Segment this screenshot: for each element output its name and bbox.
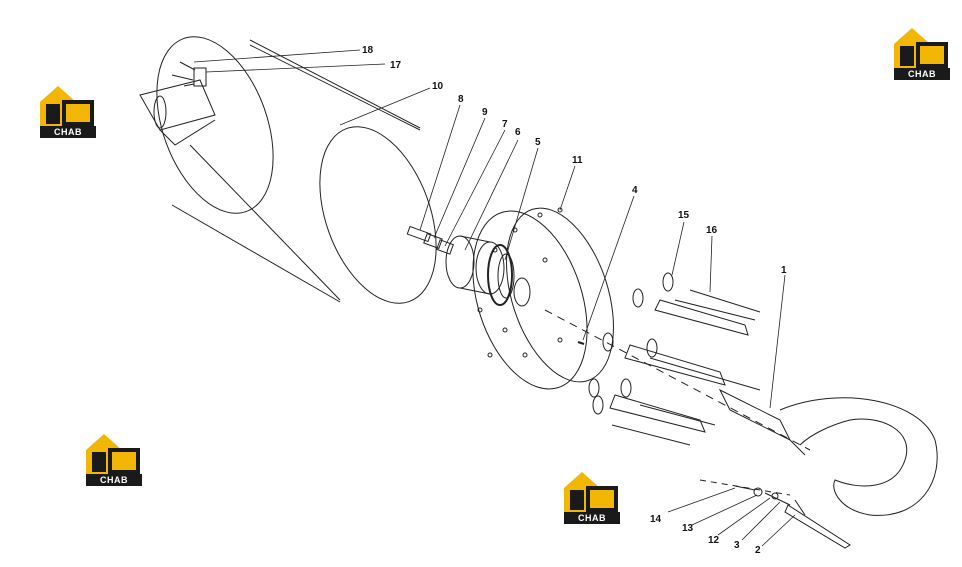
drum-part-10	[139, 36, 437, 304]
bearing-part-5	[487, 244, 515, 306]
brand-logo-graphic: CHAB	[86, 434, 142, 486]
bolts-part-16	[609, 289, 761, 446]
callout-17: 17	[390, 60, 402, 71]
brand-text: CHAB	[54, 127, 82, 137]
callout-18: 18	[362, 45, 374, 56]
brand-logo: CHAB	[36, 80, 98, 140]
brand-logo: CHAB	[82, 428, 144, 488]
small-parts-3-12-13-14	[734, 485, 791, 506]
brand-text: CHAB	[578, 513, 606, 523]
callout-8: 8	[458, 94, 464, 105]
brand-logo-graphic: CHAB	[40, 86, 96, 138]
brand-logo: CHAB	[890, 22, 952, 82]
hub-part-6	[445, 235, 505, 295]
washers-part-15	[588, 272, 674, 415]
callout-5: 5	[535, 137, 541, 148]
callout-10: 10	[432, 81, 444, 92]
latch-part-2	[784, 499, 851, 549]
callout-1: 1	[781, 265, 787, 276]
hook-part-1	[718, 388, 938, 516]
pins-17-18	[171, 61, 207, 87]
callout-11: 11	[572, 155, 583, 166]
brand-text: CHAB	[100, 475, 128, 485]
center-axis	[544, 309, 811, 451]
callout-14: 14	[650, 514, 662, 525]
callout-3: 3	[734, 540, 740, 551]
callout-2: 2	[755, 545, 761, 556]
brand-text: CHAB	[908, 69, 936, 79]
callout-15: 15	[678, 210, 690, 221]
latch-axis	[699, 479, 791, 496]
callouts: 1 2 3 4 5 6 7 8 9 10 11 12 13 14 15 16 1…	[362, 45, 787, 556]
brand-logo: CHAB	[560, 466, 622, 526]
callout-6: 6	[515, 127, 521, 138]
leader-lines	[193, 49, 796, 547]
brand-logo-graphic: CHAB	[564, 472, 620, 524]
callout-7: 7	[502, 119, 508, 130]
callout-13: 13	[682, 523, 694, 534]
callout-9: 9	[482, 107, 488, 118]
callout-4: 4	[632, 185, 638, 196]
brand-logo-graphic: CHAB	[894, 28, 950, 80]
callout-16: 16	[706, 225, 718, 236]
small-parts-7-8-9	[406, 225, 454, 255]
callout-12: 12	[708, 535, 720, 546]
dowel-part-4	[577, 341, 585, 345]
flange-plate-part-11	[472, 207, 614, 390]
